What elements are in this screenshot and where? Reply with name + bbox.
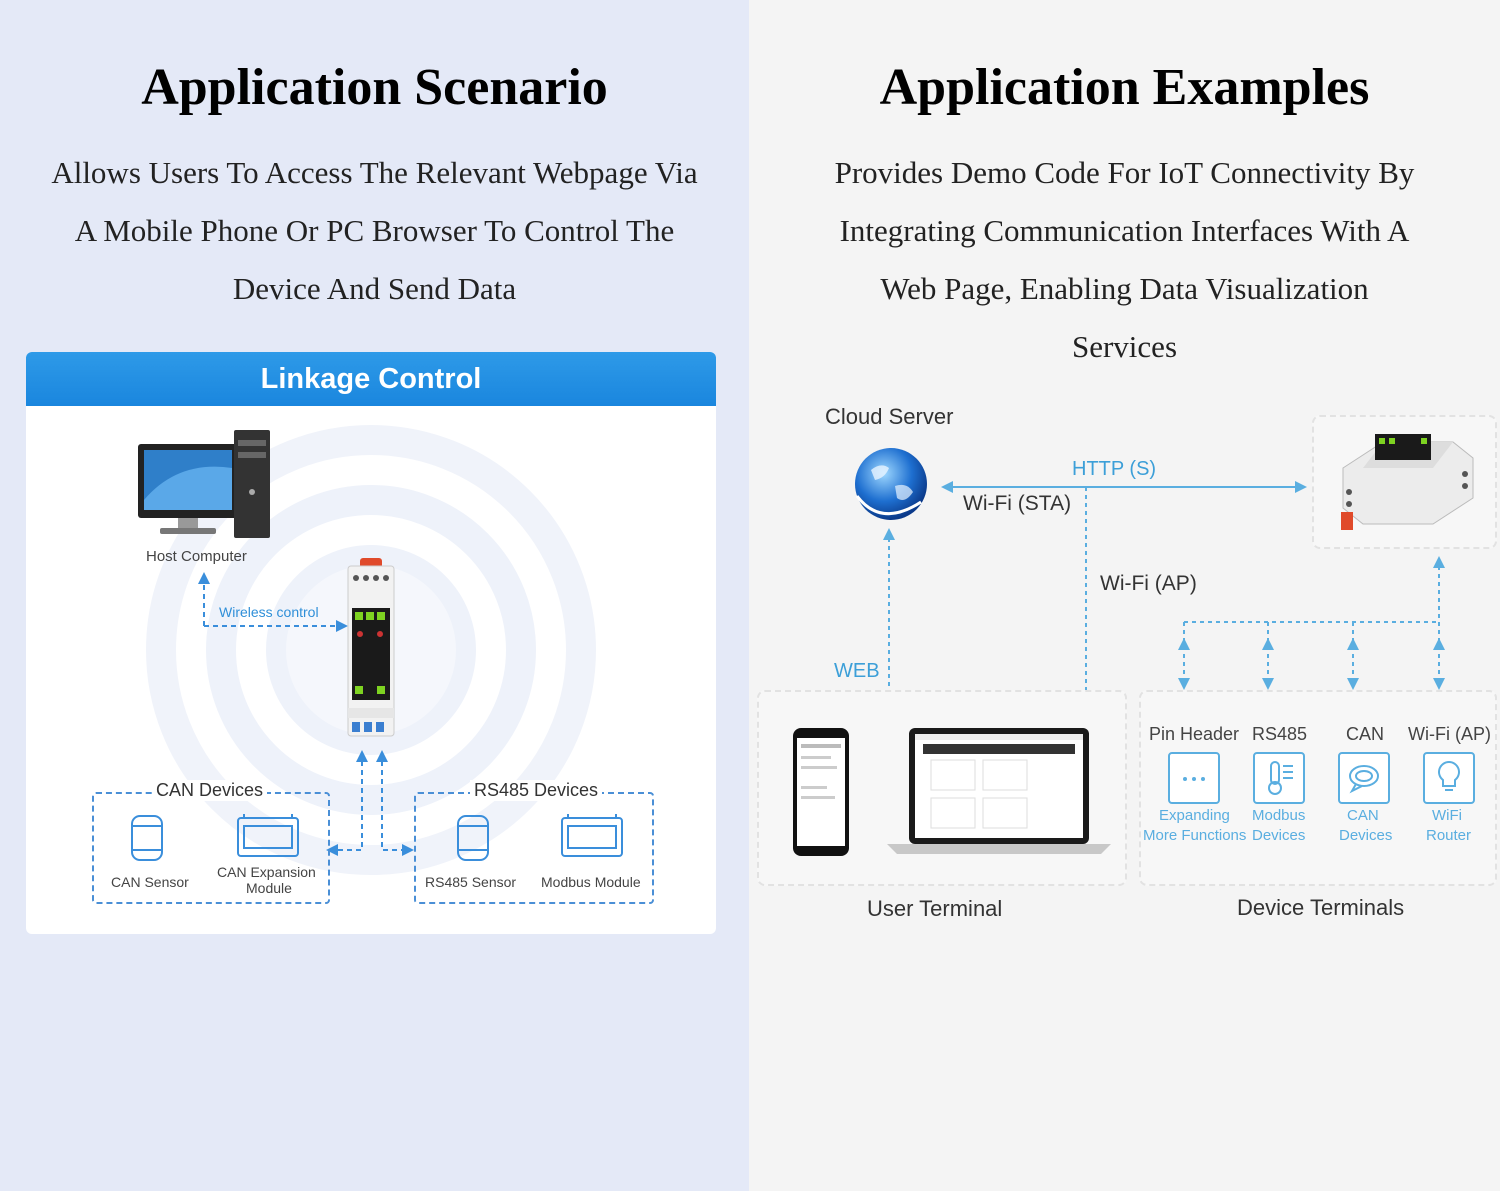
rs485-sensor-icon	[457, 815, 489, 861]
can-sensor-label: CAN Sensor	[111, 874, 189, 890]
scenario-desc-line-2: A Mobile Phone Or PC Browser To Control …	[74, 213, 675, 248]
wireless-arrow	[198, 572, 414, 856]
device-sub-devices-2: Devices	[1339, 827, 1393, 844]
application-scenario-panel: Application Scenario Allows Users To Acc…	[0, 0, 749, 1191]
user-terminal-box	[757, 690, 1127, 886]
examples-description: Provides Demo Code For IoT Connectivity …	[749, 144, 1500, 376]
lightbulb-icon	[1423, 752, 1475, 804]
scenario-title: Application Scenario	[141, 59, 608, 116]
can-devices-title: CAN Devices	[152, 780, 268, 801]
device-sub-wifi: WiFi	[1432, 807, 1462, 824]
can-devices-group: CAN Devices CAN Sensor CAN Expansion Mod…	[92, 780, 330, 904]
device-sub-devices-1: Devices	[1252, 827, 1306, 844]
chat-bubble-icon	[1338, 752, 1390, 804]
connection-lines	[883, 481, 1445, 720]
linkage-control-header: Linkage Control	[26, 352, 716, 406]
scenario-desc-line-3: Device And Send Data	[232, 271, 517, 306]
examples-desc-line-2: Integrating Communication Interfaces Wit…	[839, 213, 1410, 248]
web-label: WEB	[834, 660, 880, 682]
wireless-control-label: Wireless control	[219, 604, 319, 620]
thermometer-icon	[1253, 752, 1305, 804]
din-rail-device-image	[1341, 434, 1474, 530]
din-rail-device-icon	[347, 558, 395, 737]
host-computer-icon	[138, 430, 270, 538]
http-label: HTTP (S)	[1072, 458, 1157, 480]
expand-icon	[1168, 752, 1220, 804]
can-expansion-label: CAN Expansion	[217, 864, 316, 880]
device-sub-modbus: Modbus	[1252, 807, 1306, 824]
scenario-description: Allows Users To Access The Relevant Webp…	[0, 144, 749, 318]
host-computer-label: Host Computer	[146, 548, 247, 565]
examples-desc-line-4: Services	[1071, 329, 1178, 364]
examples-title: Application Examples	[879, 59, 1370, 116]
device-label-can: CAN	[1346, 724, 1385, 744]
linkage-control-card: Linkage Control Host Computer	[26, 352, 716, 934]
device-sub-expanding: Expanding	[1159, 807, 1230, 824]
rs485-sensor-label: RS485 Sensor	[425, 874, 517, 890]
device-label-wifi-ap: Wi-Fi (AP)	[1408, 724, 1491, 744]
cloud-server-label: Cloud Server	[825, 404, 954, 429]
phone-icon	[793, 728, 849, 856]
rs485-devices-title: RS485 Devices	[470, 780, 603, 801]
device-label-rs485: RS485	[1252, 724, 1308, 744]
globe-icon	[855, 448, 927, 520]
modbus-module-label: Modbus Module	[541, 874, 641, 890]
modbus-module-icon	[561, 814, 623, 857]
can-expansion-module-label: Module	[246, 880, 292, 896]
device-terminals-label: Device Terminals	[1237, 895, 1405, 920]
examples-desc-line-1: Provides Demo Code For IoT Connectivity …	[834, 155, 1415, 190]
user-terminal-label: User Terminal	[867, 896, 1003, 921]
device-sub-can: CAN	[1347, 807, 1379, 824]
wifi-ap-label: Wi-Fi (AP)	[1100, 572, 1197, 595]
device-label-pin-header: Pin Header	[1149, 724, 1240, 744]
can-sensor-icon	[131, 815, 163, 861]
rs485-devices-group: RS485 Devices RS485 Sensor Modbus Module	[414, 780, 654, 904]
examples-desc-line-3: Web Page, Enabling Data Visualization	[880, 271, 1369, 306]
device-sub-more-functions: More Functions	[1143, 827, 1247, 844]
can-expansion-module-icon	[237, 814, 299, 857]
laptop-icon	[887, 728, 1111, 854]
wifi-sta-label: Wi-Fi (STA)	[963, 492, 1072, 515]
application-examples-panel: Application Examples Provides Demo Code …	[749, 0, 1500, 1191]
device-sub-router: Router	[1426, 827, 1472, 844]
scenario-desc-line-1: Allows Users To Access The Relevant Webp…	[51, 155, 698, 190]
